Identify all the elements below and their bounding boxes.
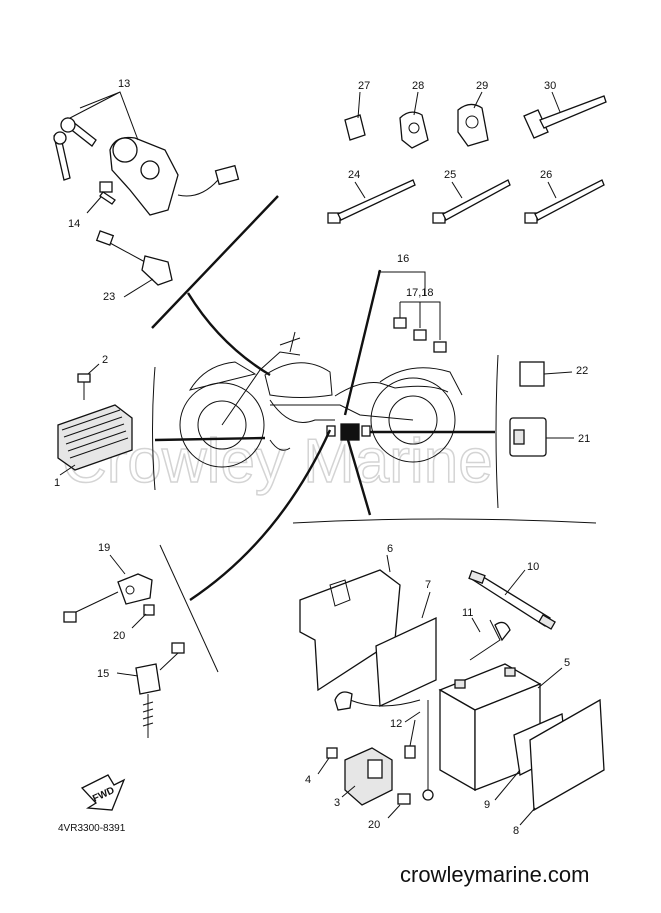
fuse-16-group	[378, 271, 447, 353]
callout-26: 26	[540, 169, 552, 181]
drawing-code: 4VR3300-8391	[58, 823, 126, 834]
callout-5: 5	[564, 657, 570, 669]
cable-tie-24-part	[327, 179, 416, 224]
flasher-21-part	[509, 417, 574, 457]
bolt-2-part	[77, 363, 100, 400]
callout-28: 28	[412, 80, 424, 92]
callout-10: 10	[527, 561, 539, 573]
clamp-30-part	[523, 91, 607, 139]
callout-17-18: 17,18	[406, 287, 434, 299]
callout-8: 8	[513, 825, 519, 837]
callout-25: 25	[444, 169, 456, 181]
callout-30: 30	[544, 80, 556, 92]
callout-27: 27	[358, 80, 370, 92]
callout-20-upper: 20	[113, 630, 125, 642]
website-brand: crowleymarine.com	[400, 862, 590, 887]
callout-3: 3	[334, 797, 340, 809]
clamp-29-part	[457, 91, 489, 147]
callout-4: 4	[305, 774, 311, 786]
screw-20-upper-part	[131, 604, 155, 629]
clamp-27-part	[344, 91, 366, 141]
callout-13: 13	[118, 78, 130, 90]
callout-1: 1	[54, 477, 60, 489]
sensor-23-part	[95, 230, 173, 298]
callout-2: 2	[102, 354, 108, 366]
cable-11-part	[469, 617, 511, 661]
callout-29: 29	[476, 80, 488, 92]
bracket-6-part	[299, 554, 401, 692]
leader-lines	[151, 195, 597, 673]
motorcycle-illustration	[179, 331, 463, 468]
cable-tie-26-part	[524, 179, 605, 224]
pad-7-part	[375, 591, 437, 707]
relay-22-part	[519, 361, 573, 387]
callout-9: 9	[484, 799, 490, 811]
callout-6: 6	[387, 543, 393, 555]
callout-14: 14	[68, 218, 80, 230]
clamp-28-part	[399, 91, 429, 149]
screw-14-part	[86, 181, 116, 214]
callout-22: 22	[576, 365, 588, 377]
lead-wire-12-part	[334, 691, 434, 801]
fwd-arrow-icon: FWD	[80, 774, 126, 811]
neutral-switch-19-part	[63, 554, 153, 623]
callout-21: 21	[578, 433, 590, 445]
pad-8-part	[519, 698, 605, 826]
callout-7: 7	[425, 579, 431, 591]
screw-4-part	[317, 747, 338, 775]
rectifier-regulator-1-part	[57, 404, 133, 476]
callout-19: 19	[98, 542, 110, 554]
screw-20-lower-part	[387, 793, 411, 819]
starter-relay-3-part	[341, 747, 393, 806]
callout-24: 24	[348, 169, 360, 181]
callout-23: 23	[103, 291, 115, 303]
strap-10-part	[468, 569, 556, 630]
callout-11: 11	[462, 607, 473, 619]
sensor-15-part	[116, 642, 185, 738]
callout-16: 16	[397, 253, 409, 265]
ignition-switch-part	[53, 91, 240, 216]
callout-20-lower: 20	[368, 819, 380, 831]
cable-tie-25-part	[432, 179, 511, 224]
callout-15: 15	[97, 668, 109, 680]
callout-12: 12	[390, 718, 402, 730]
